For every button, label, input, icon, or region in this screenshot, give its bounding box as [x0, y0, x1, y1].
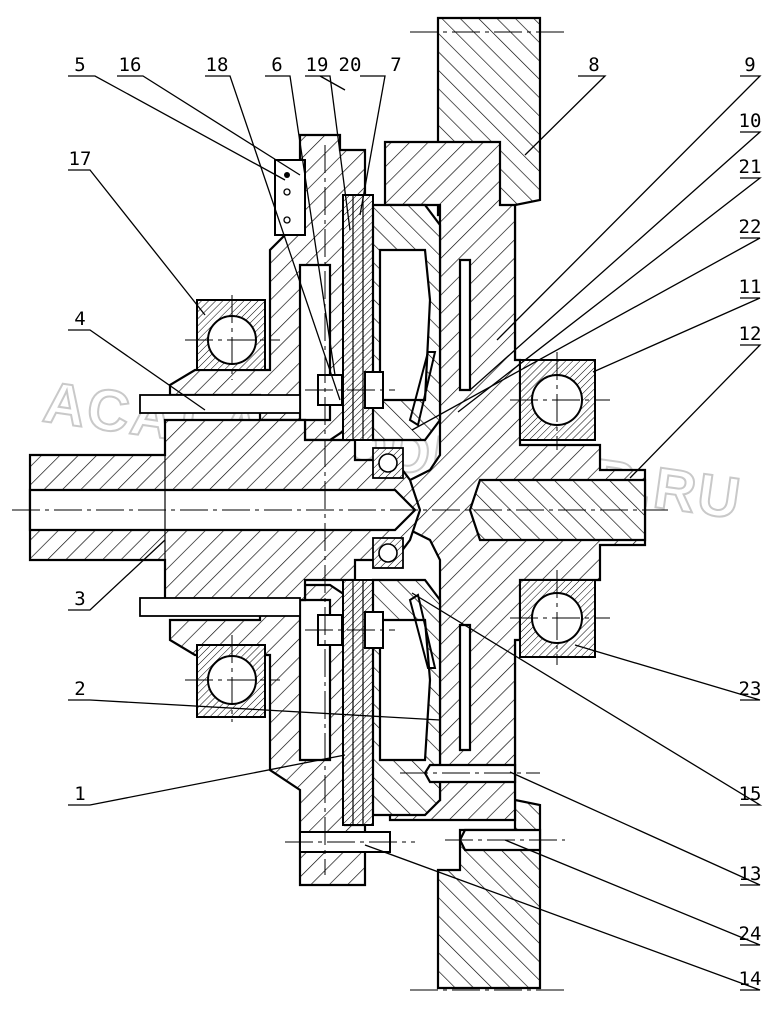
callout-18: 18	[206, 54, 229, 76]
callout-14: 14	[739, 968, 762, 990]
callout-16: 16	[119, 54, 142, 76]
bearing-17	[185, 295, 280, 380]
bearing-17b	[185, 635, 280, 722]
callout-13: 13	[739, 863, 762, 885]
callout-4: 4	[74, 308, 85, 330]
callout-7: 7	[390, 54, 401, 76]
callout-1: 1	[74, 783, 85, 805]
diaphragm-spring	[408, 351, 437, 669]
bearing-11	[510, 352, 610, 450]
pressure-plate	[371, 203, 442, 817]
callout-labels: 1 2 3 4 5 6 7 8 9 10 11 12 13 14 15 16 1…	[69, 54, 762, 990]
bolts	[305, 371, 395, 649]
bearing-23	[510, 570, 610, 665]
callout-2: 2	[74, 678, 85, 700]
callout-21: 21	[739, 156, 762, 178]
callout-5: 5	[74, 54, 85, 76]
callout-9: 9	[744, 54, 755, 76]
output-stub-shaft	[468, 478, 647, 542]
screw-5-16	[274, 159, 306, 236]
callout-6: 6	[271, 54, 282, 76]
callout-11: 11	[739, 276, 762, 298]
callout-10: 10	[739, 110, 762, 132]
callout-24: 24	[739, 923, 762, 945]
pin-13	[400, 763, 540, 784]
pin-24	[445, 828, 565, 852]
callout-19: 19	[306, 54, 329, 76]
dowel-4	[139, 394, 301, 617]
callout-12: 12	[739, 323, 762, 345]
leader-lines	[68, 75, 763, 991]
callout-22: 22	[739, 216, 762, 238]
callout-20: 20	[339, 54, 362, 76]
pin-14	[285, 831, 415, 853]
callout-17: 17	[69, 148, 92, 170]
pilot-bearing-22	[372, 447, 404, 569]
callout-8: 8	[588, 54, 599, 76]
callout-15: 15	[739, 783, 762, 805]
callout-23: 23	[739, 678, 762, 700]
callout-3: 3	[74, 588, 85, 610]
